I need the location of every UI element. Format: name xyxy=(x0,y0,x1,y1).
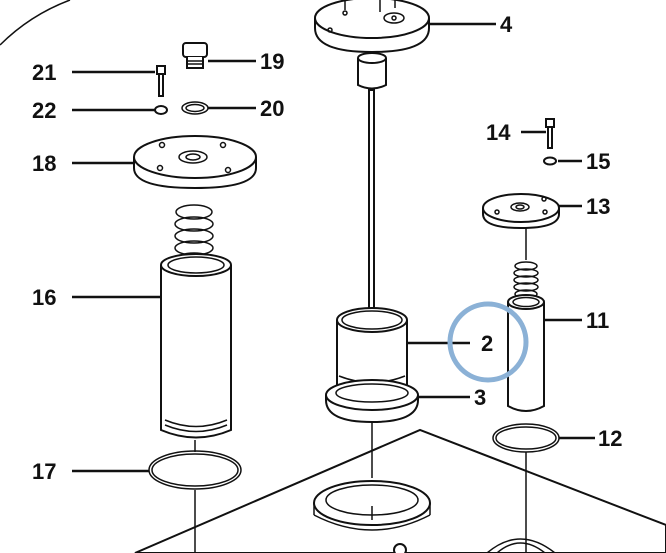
callout-20: 20 xyxy=(260,96,284,121)
callout-22: 22 xyxy=(32,98,56,123)
callout-19: 19 xyxy=(260,49,284,74)
part-4-top-plate xyxy=(314,0,430,54)
part-22-washer xyxy=(154,105,168,115)
housing-small-bore xyxy=(486,538,556,553)
housing-outline-arc xyxy=(0,0,71,46)
housing-bore xyxy=(313,480,431,531)
callout-14: 14 xyxy=(486,120,511,145)
part-14-screw xyxy=(545,118,555,149)
part-16-cylinder xyxy=(160,253,232,439)
callout-16: 16 xyxy=(32,285,56,310)
callout-21: 21 xyxy=(32,60,56,85)
part-21-screw xyxy=(156,65,166,97)
callout-15: 15 xyxy=(586,149,610,174)
callout-11: 11 xyxy=(586,308,609,333)
part-4-rod xyxy=(357,52,387,316)
part-11-cylinder xyxy=(507,294,545,412)
part-3-gasket xyxy=(325,379,419,424)
part-17-gasket xyxy=(148,450,242,490)
callout-3: 3 xyxy=(474,385,486,410)
callout-4: 4 xyxy=(500,12,513,37)
part-13-cover-plate xyxy=(482,193,560,230)
leader-lines xyxy=(72,22,595,473)
callout-13: 13 xyxy=(586,194,610,219)
callout-12: 12 xyxy=(598,426,622,451)
part-19-plug xyxy=(182,42,208,69)
part-12-gasket xyxy=(492,423,560,453)
highlight-circle xyxy=(447,301,529,383)
housing-hole xyxy=(393,543,407,553)
part-11-spring xyxy=(513,261,539,299)
callout-17: 17 xyxy=(32,459,56,484)
callout-2: 2 xyxy=(481,331,493,356)
callout-18: 18 xyxy=(32,151,56,176)
part-18-cover-plate xyxy=(133,135,257,190)
part-2-cylinder xyxy=(336,307,408,393)
part-15-washer xyxy=(543,156,557,166)
